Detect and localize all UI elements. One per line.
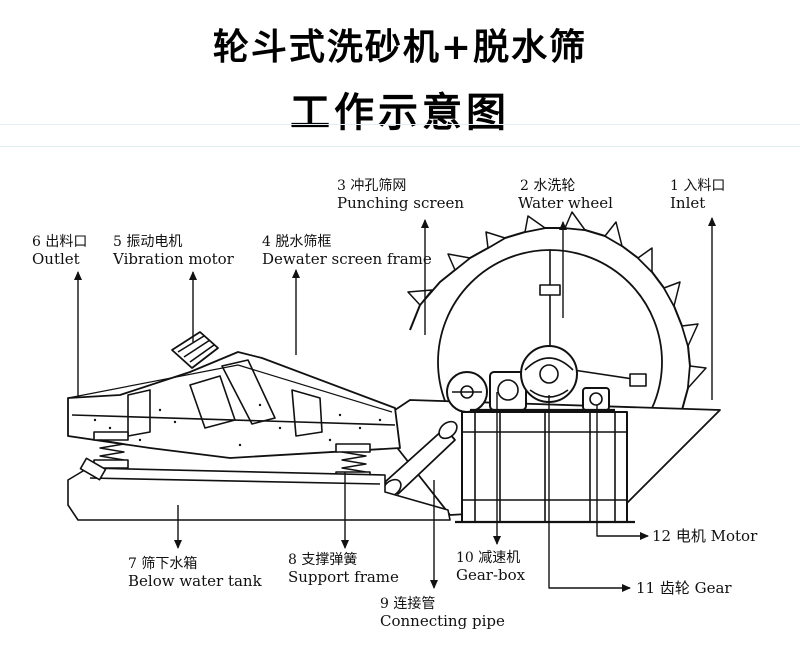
vibration-motor bbox=[171, 331, 219, 369]
label-dewater-frame: 4 脱水筛框 Dewater screen frame bbox=[262, 234, 432, 268]
label-vibration-motor-cn: 5 振动电机 bbox=[113, 234, 183, 250]
label-below-tank: 7 筛下水箱 Below water tank bbox=[128, 556, 262, 590]
label-gear-box: 10 减速机 Gear-box bbox=[456, 550, 525, 584]
label-outlet: 6 出料口 Outlet bbox=[32, 234, 87, 268]
label-support-frame: 8 支撑弹簧 Support frame bbox=[288, 552, 399, 586]
label-connecting-pipe-cn: 9 连接管 bbox=[380, 596, 436, 612]
label-inlet-cn: 1 入料口 bbox=[670, 178, 726, 194]
label-connecting-pipe: 9 连接管 Connecting pipe bbox=[380, 596, 505, 630]
diagram-title: 轮斗式洗砂机+脱水筛 bbox=[212, 27, 588, 68]
label-punching-screen-cn: 3 冲孔筛网 bbox=[337, 178, 407, 194]
label-gear-box-en: Gear-box bbox=[456, 566, 526, 584]
label-inlet-en: Inlet bbox=[670, 194, 706, 212]
divider-top bbox=[0, 124, 800, 125]
label-vibration-motor: 5 振动电机 Vibration motor bbox=[113, 234, 234, 268]
label-support-frame-en: Support frame bbox=[288, 568, 399, 586]
label-inlet: 1 入料口 Inlet bbox=[670, 178, 725, 212]
label-punching-screen: 3 冲孔筛网 Punching screen bbox=[337, 178, 464, 212]
label-gear-box-cn: 10 减速机 bbox=[456, 550, 521, 566]
label-dewater-frame-cn: 4 脱水筛框 bbox=[262, 234, 332, 250]
label-support-frame-cn: 8 支撑弹簧 bbox=[288, 552, 358, 568]
label-water-wheel-en: Water wheel bbox=[518, 194, 613, 212]
dewatering-screen bbox=[67, 351, 401, 459]
below-water-tank bbox=[67, 457, 451, 521]
label-below-tank-en: Below water tank bbox=[128, 572, 262, 590]
label-outlet-cn: 6 出料口 bbox=[32, 234, 88, 250]
drive-train bbox=[446, 345, 615, 413]
label-punching-screen-en: Punching screen bbox=[337, 194, 464, 212]
label-water-wheel-cn: 2 水洗轮 bbox=[520, 178, 576, 194]
label-vibration-motor-en: Vibration motor bbox=[113, 250, 234, 268]
leader-lines bbox=[74, 217, 716, 592]
label-gear: 11 齿轮 Gear bbox=[636, 579, 732, 597]
label-motor: 12 电机 Motor bbox=[652, 527, 758, 545]
label-below-tank-cn: 7 筛下水箱 bbox=[128, 556, 198, 572]
divider-bottom bbox=[0, 146, 800, 147]
label-dewater-frame-en: Dewater screen frame bbox=[262, 250, 432, 268]
diagram-subtitle: 工作示意图 bbox=[290, 90, 510, 136]
label-connecting-pipe-en: Connecting pipe bbox=[380, 612, 505, 630]
drive-frame bbox=[455, 411, 635, 524]
leader-gear bbox=[548, 395, 631, 592]
label-outlet-en: Outlet bbox=[32, 250, 80, 268]
label-water-wheel: 2 水洗轮 Water wheel bbox=[518, 178, 613, 212]
leader-motor bbox=[596, 405, 649, 540]
